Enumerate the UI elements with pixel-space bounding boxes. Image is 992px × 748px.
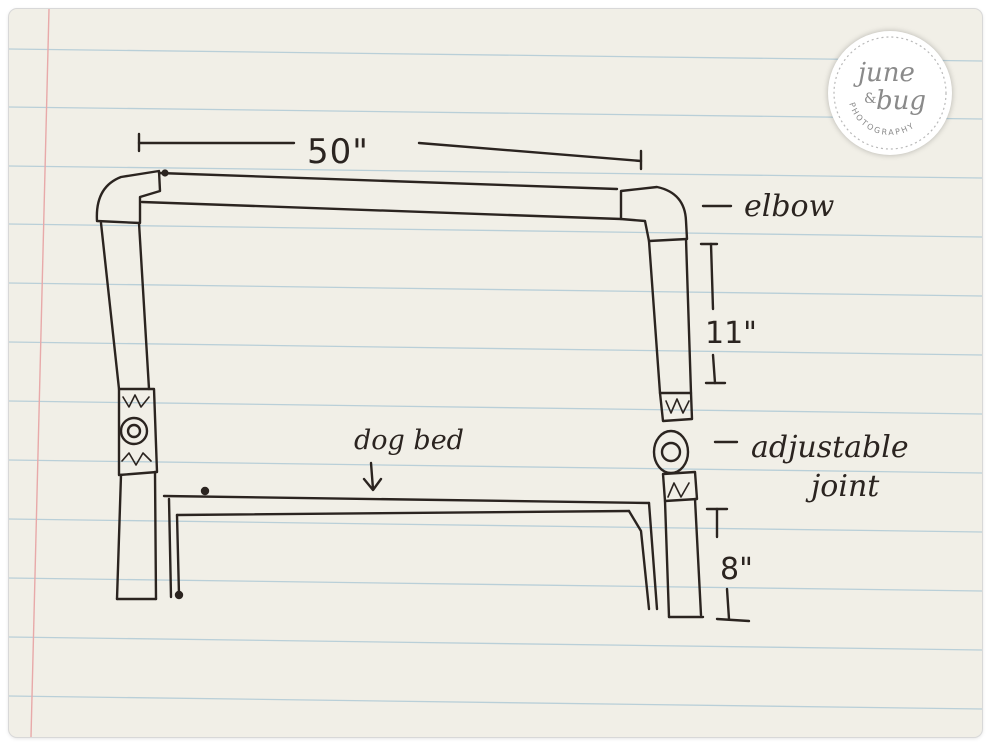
adjustable-label: adjustable [751, 430, 909, 465]
elbow-label: elbow [744, 189, 835, 224]
right-elbow [619, 185, 689, 243]
dog-bed [162, 486, 659, 611]
watermark-graphic: june & bug PHOTOGRAPHY [833, 36, 947, 150]
dimension-8-label: 8" [720, 552, 753, 587]
watermark-ampersand: & [864, 91, 876, 107]
margin-line [30, 9, 50, 737]
dog-bed-arrow [362, 461, 383, 492]
left-elbow [95, 169, 162, 225]
dimension-50-line [137, 132, 643, 171]
watermark-june: june [853, 58, 915, 88]
sketch-canvas [9, 9, 982, 737]
right-post [647, 237, 705, 619]
watermark-logo: june & bug PHOTOGRAPHY [828, 31, 952, 155]
top-bar [140, 169, 623, 221]
dog-bed-label: dog bed [354, 425, 464, 456]
joint-label: joint [811, 469, 880, 504]
dimension-11-label: 11" [705, 316, 757, 351]
left-post [99, 221, 159, 601]
dimension-50-label: 50" [307, 132, 369, 172]
notebook-sketch-photo: 50" elbow 11" dog bed adjustable joint 8… [9, 9, 982, 737]
dimension-8-line [705, 507, 751, 623]
watermark-bug: bug [876, 86, 926, 116]
ruled-lines [9, 48, 982, 710]
dimension-11-line [699, 242, 727, 385]
